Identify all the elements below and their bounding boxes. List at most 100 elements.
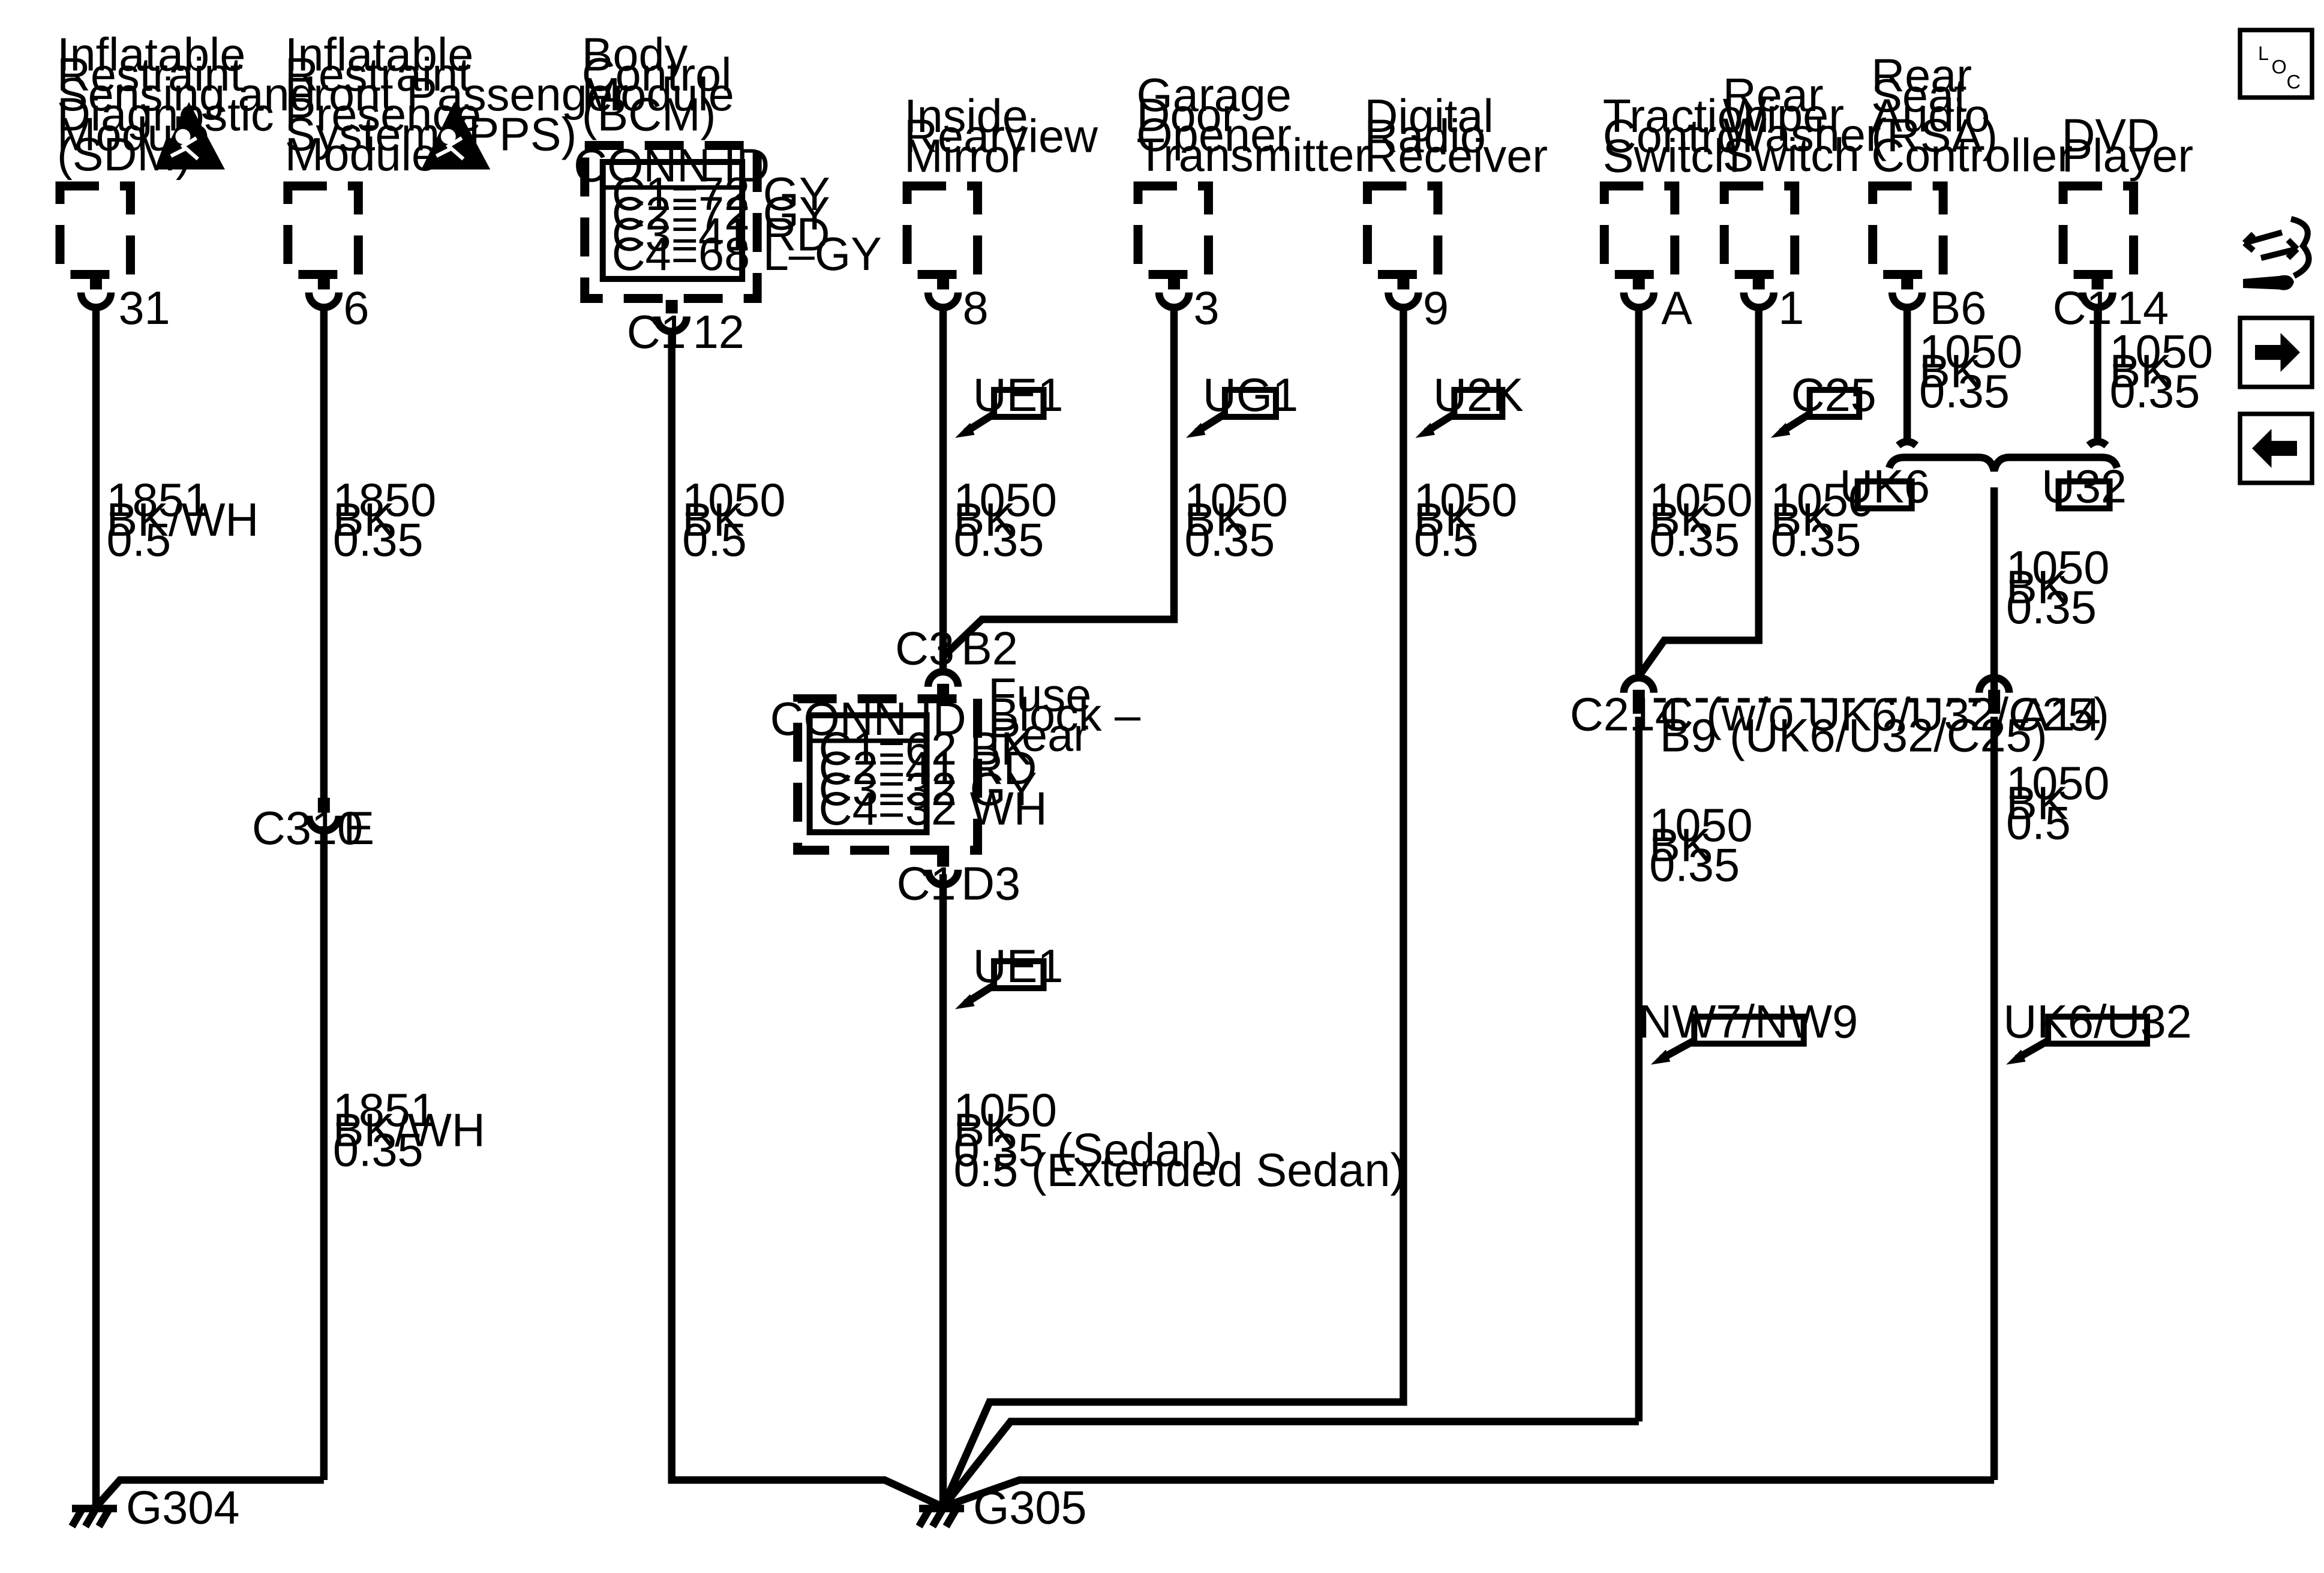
wire-label-c214-down: 1050 BK 0.35 [1649, 800, 1765, 891]
svg-text:O: O [2272, 56, 2287, 78]
garage-box [1133, 181, 1213, 279]
bcm-pin: 12 [693, 307, 744, 358]
wire-label-garage: 1050 BK 0.35 [1184, 475, 1301, 566]
svg-text:U2K: U2K [1433, 370, 1524, 421]
option-flag-nw7-nw9: NW7/NW9 [1638, 996, 1858, 1065]
right-arrow-icon[interactable] [2238, 316, 2314, 389]
c214-pin-b: B9 (UK6/U32/C25) [1660, 710, 2047, 761]
mirror-pin: 8 [963, 283, 989, 334]
fuse-block-connectors [924, 668, 962, 888]
svg-text:C2=41 RD: C2=41 RD [819, 743, 1037, 794]
rsa-pin: B6 [1930, 283, 1987, 334]
wire-label-radio: 1050 BK 0.5 [1414, 475, 1530, 566]
svg-text:C: C [2287, 71, 2301, 93]
wiper-title: Rear Wiper Washer Switch [1723, 70, 1894, 181]
garage-title: Garage Door Opener Transmitter [1137, 70, 1370, 181]
wire-label-pps-upper: 1850 BK 0.35 [333, 475, 449, 566]
c310-connector [305, 797, 343, 834]
svg-text:C3=32 GY: C3=32 GY [819, 764, 1037, 815]
svg-text:L: L [2258, 43, 2269, 64]
option-flag-uk6: UK6 [1839, 461, 1930, 512]
svg-text:C4=32 WH: C4=32 WH [819, 784, 1047, 835]
airbag-warning-icon [155, 102, 225, 170]
option-flag-u2k: U2K [1415, 370, 1524, 438]
svg-text:UK6: UK6 [1839, 461, 1930, 512]
a14-label: A14 [2018, 689, 2101, 740]
option-brace [1885, 437, 2121, 472]
c310-label: C310 [252, 803, 363, 854]
fuse-top-pin: B2 [961, 623, 1018, 674]
wire-label-mirror: 1050 BK 0.35 [954, 475, 1070, 566]
sdm-pin: 31 [118, 283, 170, 334]
option-flag-u32: U32 [2041, 461, 2127, 512]
bcm-box [580, 141, 762, 303]
svg-text:UE1: UE1 [973, 370, 1064, 421]
radio-title: Digital Radio Receiver [1364, 91, 1548, 182]
wires [92, 307, 2101, 1511]
svg-text:C2=72 GY: C2=72 GY [612, 188, 830, 239]
dvd-title: DVD Player [2062, 110, 2194, 182]
dvd-box [2058, 181, 2139, 279]
svg-text:C1=62 BK: C1=62 BK [819, 724, 1032, 775]
radio-box [1362, 181, 1443, 279]
bcm-title: Body Control Module (BCM) [582, 29, 747, 141]
loc-icon[interactable]: L O C [2238, 28, 2314, 100]
wire-label-fuse-down: 1050 BK 0.35 (Sedan) 0.5 (Extended Sedan… [954, 1085, 1406, 1196]
dvd-connector: C1 [2053, 283, 2112, 334]
option-flag-c25: C25 [1770, 370, 1876, 438]
svg-text:U32: U32 [2041, 461, 2127, 512]
fuse-top-conn: C3 [895, 623, 954, 674]
svg-text:NW7/NW9: NW7/NW9 [1638, 996, 1858, 1048]
option-flag-ug1: UG1 [1185, 370, 1298, 438]
fuse-block-box [793, 694, 983, 855]
pps-title: Inflatable Restraint Front Passenger Pre… [285, 29, 641, 181]
service-icon[interactable] [2242, 216, 2312, 290]
sdm-box [55, 181, 135, 279]
ground-g304-label: G304 [126, 1482, 240, 1533]
mirror-box [902, 181, 983, 279]
wire-label-pps-lower: 1851 BK/WH 0.35 [333, 1085, 498, 1176]
left-arrow-icon[interactable] [2238, 412, 2314, 485]
svg-text:UE1: UE1 [973, 941, 1064, 992]
garage-pin: 3 [1193, 283, 1219, 334]
svg-text:C4=68 L–GY: C4=68 L–GY [612, 229, 882, 280]
wire-label-traction: 1050 BK 0.35 [1649, 475, 1765, 566]
traction-pin: A [1661, 283, 1692, 334]
svg-text:C1=72 GY: C1=72 GY [612, 169, 830, 220]
ground-g305-label: G305 [973, 1482, 1087, 1533]
svg-text:CONN ID: CONN ID [574, 140, 770, 192]
pps-pin: 6 [343, 283, 369, 334]
c214-label: C214 [1570, 689, 1681, 740]
radio-pin: 9 [1423, 283, 1449, 334]
ground-g304-icon [68, 1503, 117, 1529]
rsa-title: Rear Seat Audio (RSA) Controller [1871, 50, 2073, 182]
traction-box [1599, 181, 1680, 279]
mirror-title: Inside Rearview Mirror [904, 91, 1110, 182]
pps-box [283, 181, 363, 279]
pin-connectors [77, 275, 2116, 335]
option-flag-ue1-top: UE1 [955, 370, 1063, 438]
bcm-connector: C1 [627, 307, 686, 358]
wire-label-rsa: 1050 BK 0.35 [1919, 326, 2035, 417]
wire-label-sdm: 1851 BK/WH 0.5 [106, 475, 271, 566]
svg-text:UK6/U32: UK6/U32 [2003, 996, 2191, 1048]
airbag-warning-icon [421, 102, 491, 170]
fuse-block-conn-id-table: CONN ID C1=62 BK C2=41 RD C3=32 GY C4=32… [770, 694, 1047, 836]
wire-label-a14-down: 1050 BK 0.5 [2006, 758, 2122, 849]
wire-label-bcm: 1050 BK 0.5 [682, 475, 798, 566]
ground-g305-icon [915, 1505, 965, 1529]
svg-text:CONN ID: CONN ID [770, 694, 966, 745]
rsa-box [1868, 181, 1948, 279]
wire-label-splice-down: 1050 BK 0.35 [2006, 542, 2122, 633]
wire-label-dvd: 1050 BK 0.35 [2110, 326, 2226, 417]
a14-connector [1975, 674, 2013, 714]
wiper-pin: 1 [1778, 283, 1804, 334]
fuse-block-title: Fuse Block – Rear [988, 670, 1154, 761]
svg-text:C3=41 RD: C3=41 RD [612, 209, 830, 260]
option-flag-uk6-u32: UK6/U32 [2003, 996, 2192, 1065]
dvd-pin: 14 [2117, 283, 2169, 334]
option-flag-ue1-bottom: UE1 [955, 941, 1064, 1010]
c214-connector [1620, 674, 1658, 714]
c214-pin-a: C (w/o UK6/U32/C25) [1660, 689, 2109, 740]
